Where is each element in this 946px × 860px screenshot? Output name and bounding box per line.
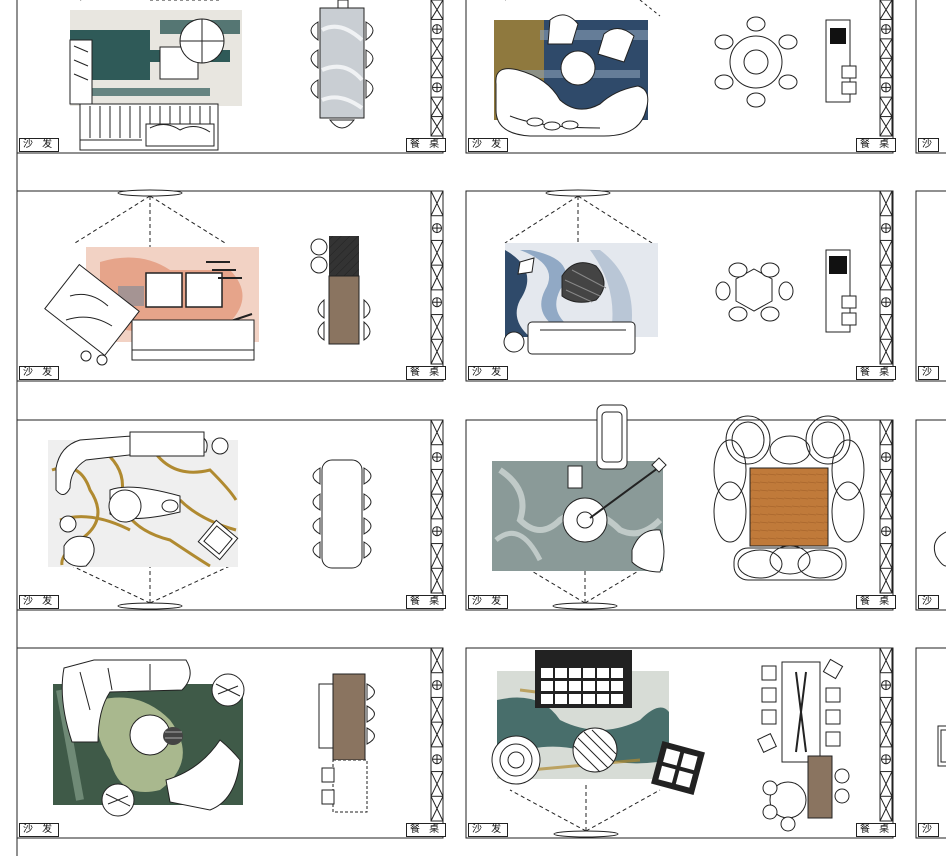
sofa [527,321,636,355]
panel-r4c1 [16,647,444,839]
sofa-label-cropped: 沙 [918,823,939,837]
table-label: 餐 桌 [406,823,447,837]
lounge-chair [165,739,241,811]
wood-dining-table [332,673,366,761]
table-label: 餐 桌 [406,595,447,609]
armchair [197,519,239,561]
pouf-chair [491,735,541,785]
striped-coffee-table [572,727,618,773]
sofa-label-cropped: 沙 [918,595,939,609]
marble-dining-table [319,7,365,119]
pebble-coffee-table [561,262,605,303]
panel-r2c2 [465,189,894,382]
round-dining-table [729,35,783,89]
sofa [131,319,255,361]
sofa-label-cropped: 沙 [918,366,939,380]
sofa-label: 沙 发 [468,366,509,380]
panel-column-3 [915,0,946,839]
sofa-label: 沙 发 [468,595,509,609]
round-coffee-table [560,50,596,86]
lounge-chair [547,14,579,45]
square-wood-dining-table [749,467,829,547]
sofa-label: 沙 发 [19,595,60,609]
dining-table [321,459,363,569]
sofa-label: 沙 发 [468,823,509,837]
table-label: 餐 桌 [406,138,447,152]
dining-table-wood [328,275,360,345]
sofa-label: 沙 发 [19,366,60,380]
coffee-table [145,272,183,308]
coffee-table [185,272,223,308]
lounge-chair [631,529,665,573]
lounge-chair [597,28,635,63]
panel-r1c2 [465,0,894,154]
table-label: 餐 桌 [856,366,897,380]
armchair [101,673,245,817]
table-label: 餐 桌 [856,823,897,837]
chaise [596,404,628,470]
round-coffee-table [562,497,608,543]
grid-armchair [651,741,705,795]
chaise-lounge [44,263,140,357]
hexagon-dining-table [735,268,773,312]
panel-r3c2 [465,404,894,611]
panel-r4c2 [465,647,894,839]
table-label: 餐 桌 [406,366,447,380]
panel-r3c1 [16,419,444,611]
sofa-label: 沙 发 [468,138,509,152]
panel-r2c1 [16,189,444,382]
bone-stool [517,257,535,275]
sofa-label-cropped: 沙 [918,138,939,152]
table-label: 餐 桌 [856,138,897,152]
sofa-label: 沙 发 [19,823,60,837]
table-label: 餐 桌 [856,595,897,609]
lounge-chair [63,535,95,567]
lounge-chair [69,39,93,105]
panel-r1c1 [16,0,444,154]
elevation-strips [430,0,893,822]
curved-sectional-sofa [61,659,191,743]
sofa-label: 沙 发 [19,138,60,152]
